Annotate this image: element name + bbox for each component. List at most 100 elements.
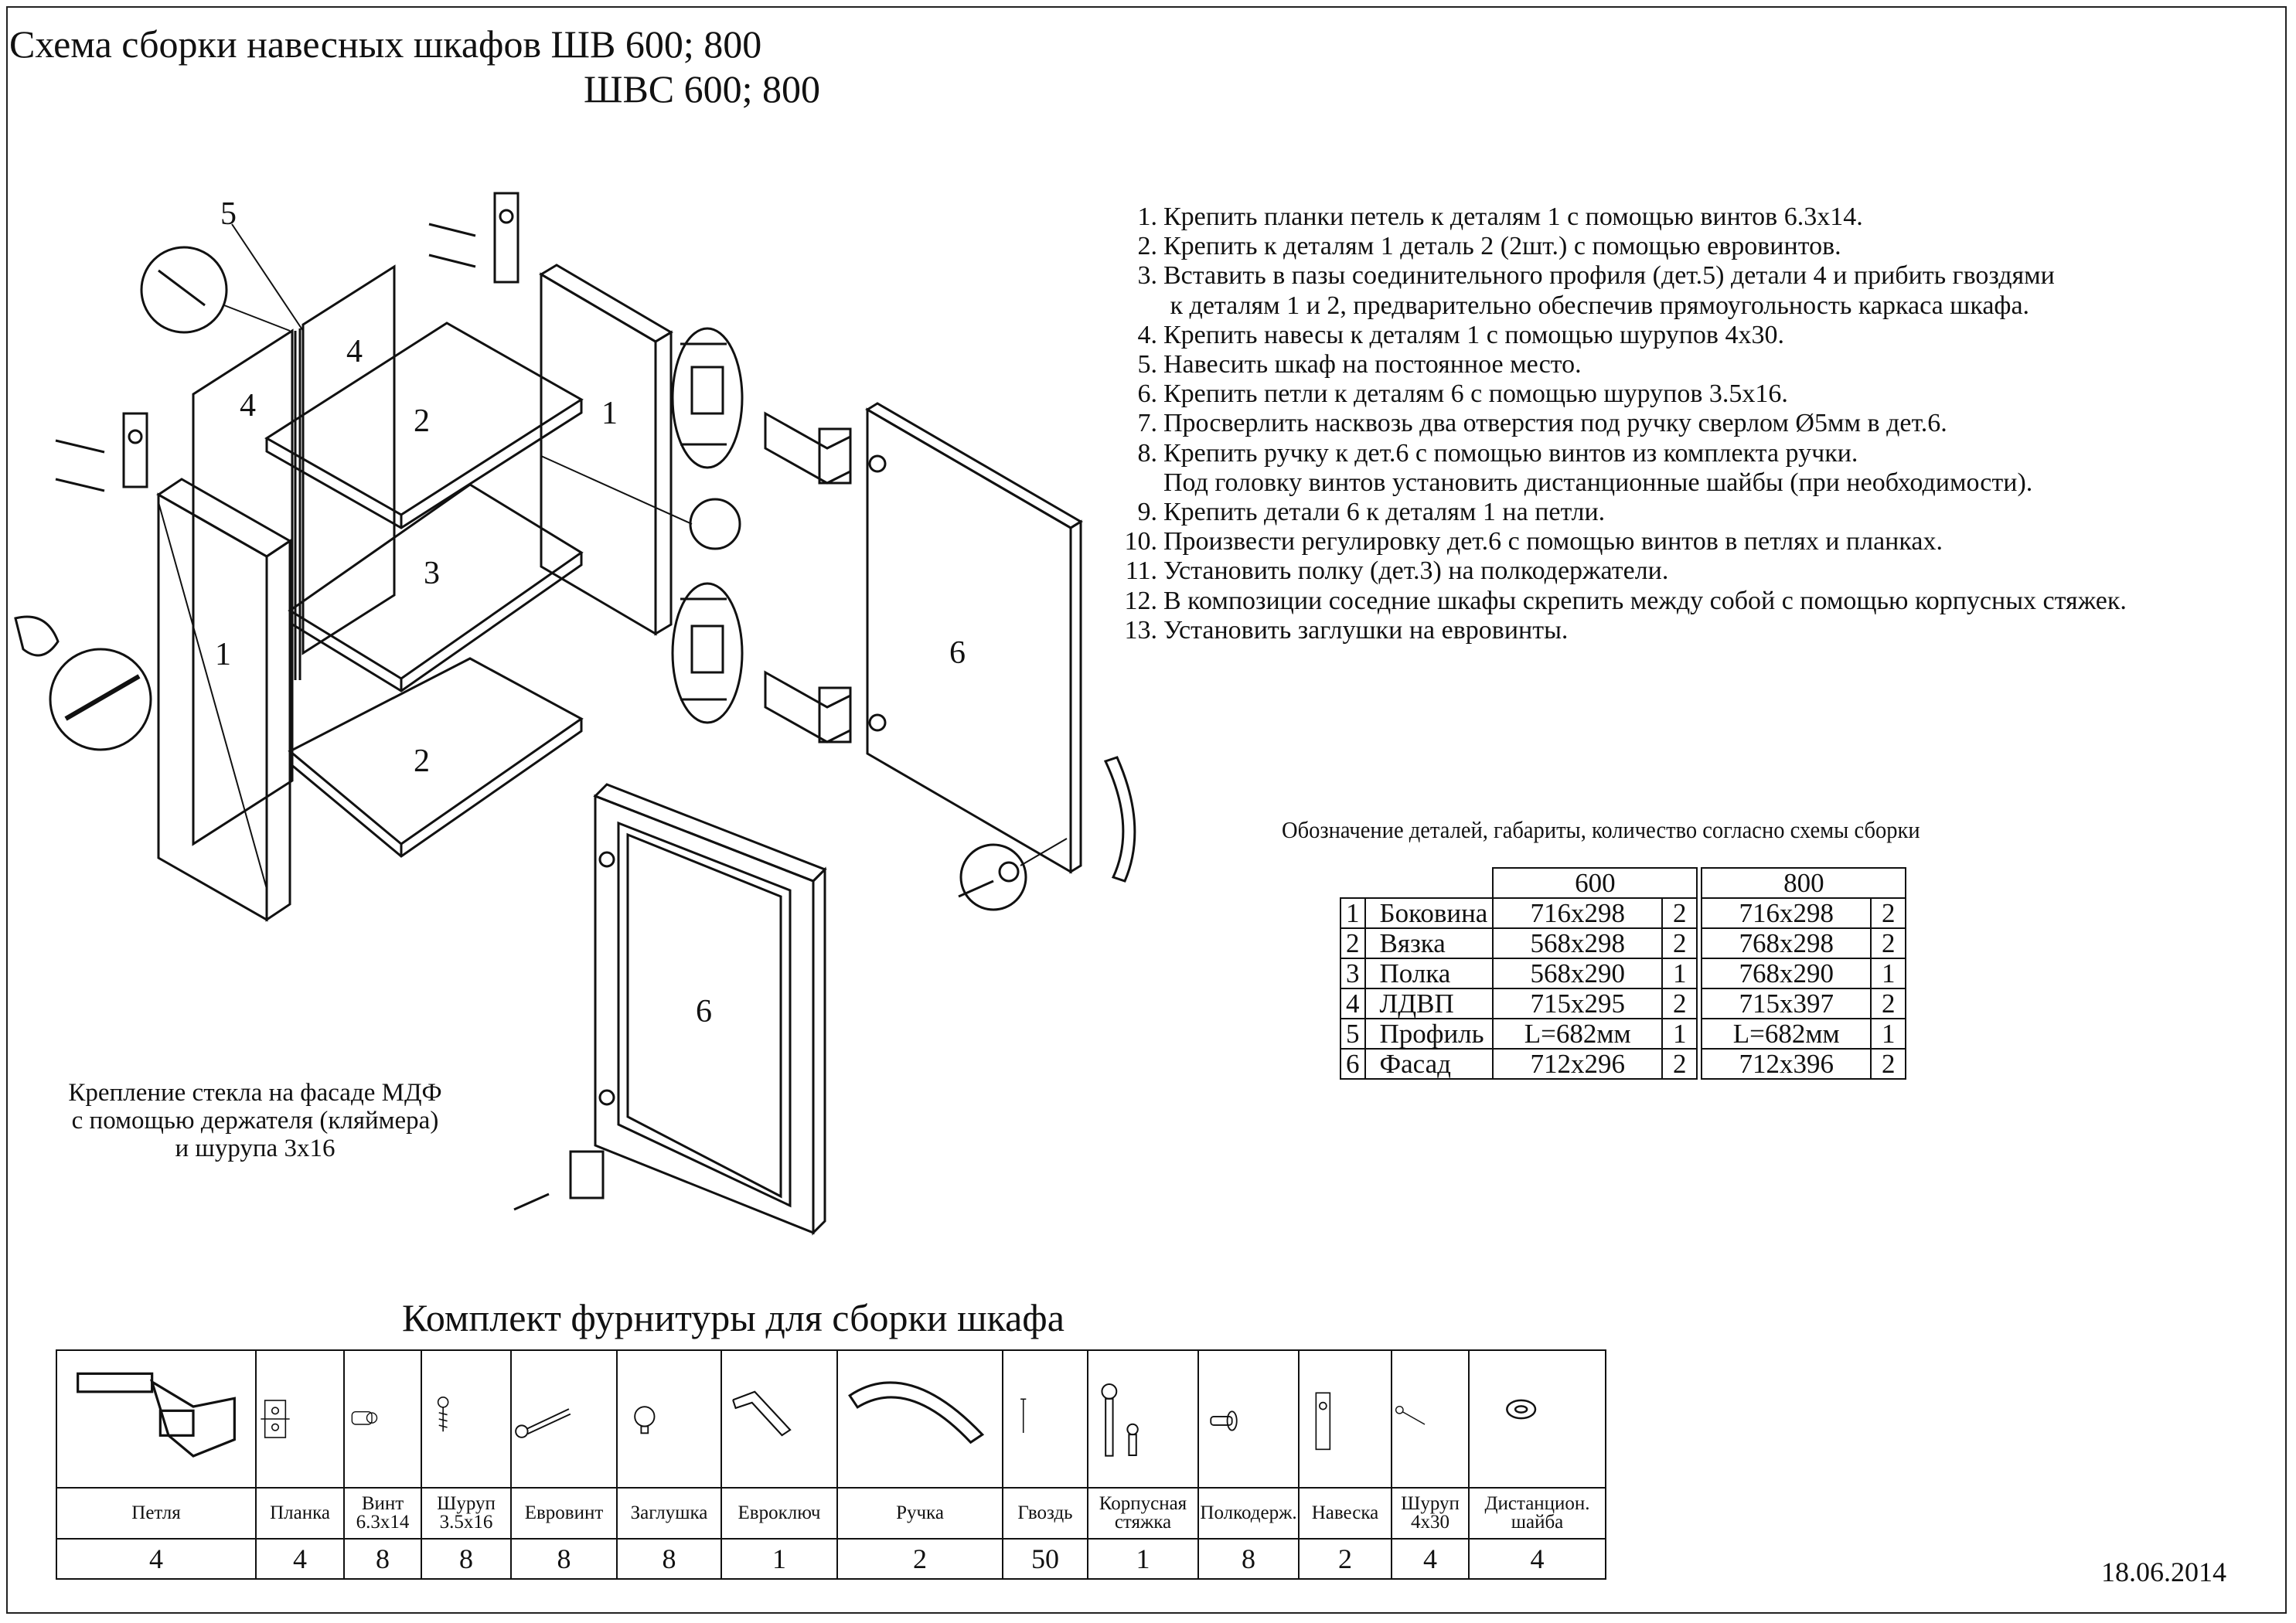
part-number: 6 [1340, 1048, 1366, 1080]
kit-label-line1: Евроключ [738, 1502, 821, 1523]
kit-item-quantity: 8 [343, 1538, 422, 1580]
kit-icon-cell [343, 1349, 422, 1489]
parts-table-header: 600 800 [1340, 867, 1907, 899]
kit-icon-cell [1468, 1349, 1606, 1489]
instruction-number: 7. [1137, 409, 1158, 438]
label-part-2-bottom: 2 [414, 743, 430, 779]
instruction-number: 2. [1137, 232, 1158, 261]
kit-icon-cell [1391, 1349, 1470, 1489]
cap-icon [634, 1406, 656, 1434]
instruction-text: Просверлить насквозь два отверстия под р… [1163, 409, 1947, 438]
kit-label-line1: Винт [361, 1493, 404, 1514]
kit-item-quantity: 8 [1197, 1538, 1300, 1580]
connection-profile [294, 328, 301, 680]
kit-icon-cell [1002, 1349, 1088, 1489]
kit-label-line2: шайба [1511, 1512, 1564, 1533]
instruction-row: Под головку винтов установить дистанцион… [1102, 468, 2127, 498]
instruction-number: 3. [1137, 261, 1158, 291]
qty-600: 1 [1661, 958, 1698, 989]
instruction-number: 12. [1124, 586, 1158, 615]
qty-800: 2 [1870, 1048, 1907, 1080]
kit-item-quantity: 4 [255, 1538, 345, 1580]
instruction-text: Установить полку (дет.3) на полкодержате… [1163, 556, 1669, 586]
bottom-rail [288, 657, 584, 858]
glass-note-line: Крепление стекла на фасаде МДФ [68, 1079, 442, 1107]
drawing-frame [6, 6, 2287, 1614]
instruction-text: Вставить в пазы соединительного профиля … [1163, 261, 2055, 291]
kit-item-label: Навеска [1298, 1487, 1392, 1540]
part-number: 4 [1340, 988, 1366, 1019]
part-number: 3 [1340, 958, 1366, 989]
label-part-6-door: 6 [949, 635, 966, 671]
hanger-icon [1315, 1392, 1331, 1451]
kit-icon-cell [1197, 1349, 1300, 1489]
kit-label-line1: Евровинт [524, 1502, 604, 1523]
kit-item-quantity: 50 [1002, 1538, 1088, 1580]
page-title: Схема сборки навесных шкафов ШВ 600; 800 [9, 22, 762, 66]
dims-800: 715х397 [1701, 988, 1872, 1019]
kit-icon-cell [421, 1349, 512, 1489]
kit-item-quantity: 8 [510, 1538, 618, 1580]
instruction-text: Крепить планки петель к деталям 1 с помо… [1163, 202, 1863, 231]
instruction-row: 10.Произвести регулировку дет.6 с помощь… [1102, 527, 2127, 556]
kit-label-line2: 6.3х14 [356, 1512, 410, 1533]
instruction-number: 8. [1137, 438, 1158, 468]
dims-600: 715х295 [1492, 988, 1664, 1019]
instruction-row: 12.В композиции соседние шкафы скрепить … [1102, 587, 2127, 616]
instruction-number: 9. [1137, 498, 1158, 527]
spacer-washer-icon [1506, 1399, 1537, 1420]
hinge-plate-callout-top [671, 327, 744, 469]
qty-800: 1 [1870, 1018, 1907, 1050]
kit-icon-cell [56, 1349, 257, 1489]
kit-item-quantity: 8 [616, 1538, 722, 1580]
dims-600: 712х296 [1492, 1048, 1664, 1080]
page-subtitle: ШВС 600; 800 [584, 67, 821, 111]
qty-600: 2 [1661, 988, 1698, 1019]
label-part-3: 3 [424, 556, 440, 591]
back-panel-left [192, 328, 294, 846]
qty-600: 2 [1661, 927, 1698, 959]
dims-800: 716х298 [1701, 897, 1872, 929]
euroscrew-callout [14, 615, 152, 751]
qty-800: 2 [1870, 927, 1907, 959]
glass-note-line: с помощью держателя (кляймера) [71, 1107, 439, 1135]
dims-600: 568х290 [1492, 958, 1664, 989]
col-800-header: 800 [1701, 867, 1907, 899]
kit-item-label: Дистанцион.шайба [1468, 1487, 1606, 1540]
qty-800: 1 [1870, 958, 1907, 989]
instruction-text: Крепить детали 6 к деталям 1 на петли. [1163, 498, 1606, 527]
short-screw-icon [437, 1396, 449, 1432]
instruction-text: Произвести регулировку дет.6 с помощью в… [1163, 527, 1943, 556]
glass-clip-hardware [513, 1150, 605, 1211]
shelf-support-icon [1210, 1410, 1238, 1431]
instruction-row: к деталям 1 и 2, предварительно обеспечи… [1102, 291, 2127, 321]
kit-item-quantity: 4 [56, 1538, 257, 1580]
kit-label-line1: Корпусная [1099, 1493, 1187, 1514]
kit-label-line2: стяжка [1114, 1512, 1172, 1533]
instruction-number: 6. [1137, 379, 1158, 409]
kit-label-line1: Планка [270, 1502, 330, 1523]
kit-icons-row [56, 1349, 1606, 1489]
mounting-plate-icon [261, 1400, 290, 1438]
kit-icon-cell [1298, 1349, 1392, 1489]
instruction-row: 13.Установить заглушки на евровинты. [1102, 616, 2127, 645]
instruction-text: Под головку винтов установить дистанцион… [1163, 468, 2033, 497]
document-date: 18.06.2014 [2101, 1557, 2226, 1587]
hinge-plate-callout-bottom [671, 582, 744, 724]
hanger-left [55, 412, 148, 492]
dims-800: L=682мм [1701, 1018, 1872, 1050]
long-screw-icon [1395, 1405, 1426, 1425]
label-part-4-right: 4 [346, 334, 363, 369]
instruction-number [1102, 291, 1163, 321]
glass-door [593, 783, 827, 1236]
kit-label-line1: Петля [131, 1502, 181, 1523]
kit-icon-cell [720, 1349, 838, 1489]
kit-title: Комплект фурнитуры для сборки шкафа [402, 1296, 1065, 1339]
